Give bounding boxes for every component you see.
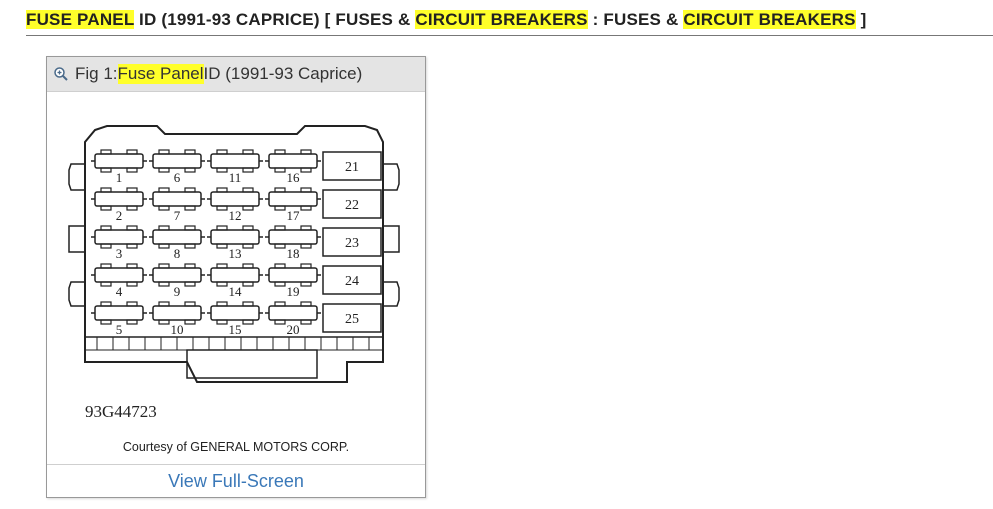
- fuse-number: 3: [116, 246, 123, 261]
- fuse-number: 1: [116, 170, 123, 185]
- fuse-19: 19: [265, 263, 321, 299]
- fuse-6: 6: [149, 149, 205, 185]
- right-clip-bottom: [383, 281, 400, 307]
- fuse-number: 10: [171, 322, 184, 337]
- fuse-number: 14: [229, 284, 243, 299]
- fuse-14: 14: [207, 263, 263, 299]
- title-highlight-circuit-breakers: CIRCUIT BREAKERS: [415, 10, 588, 29]
- fuse-8: 8: [149, 225, 205, 261]
- fuse-number: 9: [174, 284, 181, 299]
- breaker-number: 24: [345, 274, 359, 289]
- title-divider: [26, 35, 993, 36]
- fuse-number: 7: [174, 208, 181, 223]
- courtesy-text: Courtesy of GENERAL MOTORS CORP.: [122, 440, 350, 454]
- housing-outline: [84, 125, 384, 383]
- fuse-10: 10: [149, 301, 205, 337]
- right-clip-mid: [383, 225, 400, 253]
- title-text-sep: : FUSES &: [587, 10, 684, 29]
- left-clip-bottom: [68, 281, 85, 307]
- title-text: ID (1991-93 CAPRICE) [ FUSES &: [134, 10, 416, 29]
- figure-header: Fig 1: Fuse Panel ID (1991-93 Caprice): [47, 57, 425, 92]
- fuse-7: 7: [149, 187, 205, 223]
- connector-tab: [186, 349, 318, 379]
- breaker-number: 21: [345, 160, 359, 175]
- title-highlight-circuit-breakers-2: CIRCUIT BREAKERS: [683, 10, 856, 29]
- fuse-20: 20: [265, 301, 321, 337]
- fuse-number: 5: [116, 322, 123, 337]
- fuse-number: 8: [174, 246, 181, 261]
- figure-card: Fig 1: Fuse Panel ID (1991-93 Caprice) 1…: [46, 56, 426, 498]
- fuse-number: 6: [174, 170, 181, 185]
- left-clip-top: [68, 163, 85, 191]
- fuse-number: 11: [229, 170, 242, 185]
- fuse-number: 13: [229, 246, 242, 261]
- fuse-number: 15: [229, 322, 242, 337]
- fuse-3: 3: [91, 225, 147, 261]
- fuse-number: 4: [116, 284, 123, 299]
- figure-caption-prefix: Fig 1:: [75, 64, 118, 83]
- breaker-number: 22: [345, 198, 359, 213]
- title-highlight-fuse-panel: FUSE PANEL: [26, 10, 135, 29]
- connector-pins: [96, 337, 370, 350]
- view-full-screen-link[interactable]: View Full-Screen: [47, 464, 425, 497]
- figure-caption-highlight: Fuse Panel: [117, 64, 204, 84]
- fuse-15: 15: [207, 301, 263, 337]
- fuse-2: 2: [91, 187, 147, 223]
- fuse-1: 1: [91, 149, 147, 185]
- fuse-4: 4: [91, 263, 147, 299]
- figure-caption-suffix: ID (1991-93 Caprice): [203, 64, 363, 83]
- breaker-22: 22: [322, 189, 382, 219]
- breaker-25: 25: [322, 303, 382, 333]
- fuse-number: 12: [229, 208, 242, 223]
- fuse-16: 16: [265, 149, 321, 185]
- fuse-11: 11: [207, 149, 263, 185]
- fuse-number: 17: [287, 208, 301, 223]
- fuse-number: 16: [287, 170, 301, 185]
- fuse-5: 5: [91, 301, 147, 337]
- fuse-number: 2: [116, 208, 123, 223]
- fuse-number: 18: [287, 246, 300, 261]
- breaker-23: 23: [322, 227, 382, 257]
- breaker-number: 25: [345, 312, 359, 327]
- fuse-12: 12: [207, 187, 263, 223]
- fuse-number: 19: [287, 284, 300, 299]
- diagram-code: 93G44723: [85, 402, 157, 421]
- zoom-in-icon[interactable]: [53, 66, 69, 82]
- breaker-24: 24: [322, 265, 382, 295]
- fuse-17: 17: [265, 187, 321, 223]
- right-clip-top: [383, 163, 400, 191]
- breaker-column: 21 22 23 24 25: [322, 151, 382, 333]
- fuse-13: 13: [207, 225, 263, 261]
- title-text-end: ]: [855, 10, 867, 29]
- fuse-18: 18: [265, 225, 321, 261]
- breaker-21: 21: [322, 151, 382, 181]
- page-title: FUSE PANEL ID (1991-93 CAPRICE) [ FUSES …: [26, 8, 866, 32]
- fuse-number: 20: [287, 322, 300, 337]
- breaker-number: 23: [345, 236, 359, 251]
- fuse-9: 9: [149, 263, 205, 299]
- left-clip-mid: [68, 225, 85, 253]
